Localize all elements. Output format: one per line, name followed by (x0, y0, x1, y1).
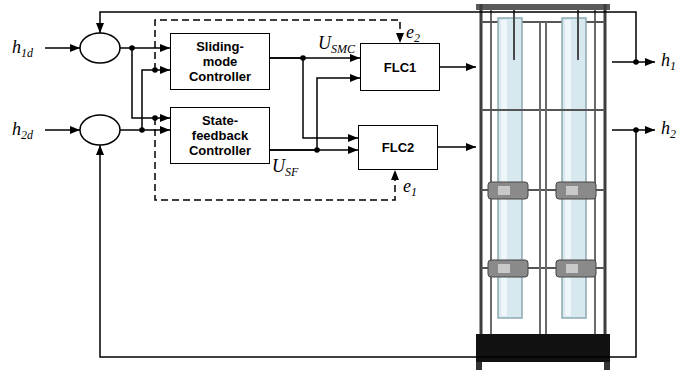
box-text-group: FLC1 (376, 58, 425, 77)
summing-junction (80, 33, 120, 145)
tank-illustration (481, 109, 605, 111)
box-label: FLC1 (384, 60, 417, 75)
tank-illustration (577, 10, 579, 60)
signal-name: h2 (661, 118, 676, 138)
tank-illustration (539, 22, 541, 338)
tank-illustration (476, 334, 610, 362)
signal-wire (142, 70, 170, 130)
tank-illustration (604, 362, 610, 370)
box-text-group: FLC2 (374, 138, 423, 157)
box-text-group: Sliding-mode Controller (171, 37, 269, 86)
tank-illustration (480, 4, 483, 338)
signal-name: USMC (318, 33, 355, 53)
signal-name: e1 (403, 176, 417, 196)
signal-name: h1d (12, 37, 33, 57)
tank-illustration (556, 260, 596, 277)
junction-dot (152, 115, 158, 121)
signal-wire (438, 146, 476, 148)
summing-junction (80, 33, 120, 63)
tank-illustration (476, 4, 610, 10)
junction-dot (633, 59, 639, 65)
tank-illustration (476, 362, 482, 370)
signal-wire (120, 129, 170, 131)
tank-illustration (594, 10, 596, 338)
controller-box: FLC2 (358, 125, 438, 170)
signal-wire (120, 47, 170, 49)
signal-name: e2 (406, 22, 420, 42)
junction-dot (152, 67, 158, 73)
junction-dot (129, 45, 135, 51)
signal-wire (132, 48, 170, 118)
controller-box: FLC1 (360, 43, 440, 91)
signal-name: h2d (12, 119, 33, 139)
tank-illustration (513, 10, 515, 60)
tank-illustration (488, 182, 528, 199)
box-label: State-feedback Controller (179, 113, 261, 158)
controller-box: State-feedback Controller (170, 107, 270, 164)
signal-wire (45, 129, 80, 131)
control-signal-connector (270, 58, 358, 138)
control-signal-connector (270, 78, 360, 150)
junction-dot (633, 127, 639, 133)
signal-wire (45, 12, 655, 357)
signal-wire (45, 47, 80, 49)
signal-wire (440, 66, 476, 68)
tank-illustration (566, 264, 578, 273)
tank-illustration (476, 4, 610, 370)
signal-name: USF (272, 156, 298, 176)
tank-illustration (545, 22, 547, 338)
signal-name: h1 (661, 50, 676, 70)
tank-illustration (498, 186, 510, 195)
box-text-group: State-feedback Controller (171, 111, 269, 160)
tank-illustration (498, 264, 510, 273)
box-label: Sliding-mode Controller (179, 39, 261, 84)
tank-illustration (488, 260, 528, 277)
tank-illustration (566, 186, 578, 195)
tank-illustration (490, 10, 492, 338)
tank-illustration (604, 4, 607, 338)
summing-junction (80, 115, 120, 145)
controller-box: Sliding-mode Controller (170, 33, 270, 90)
tank-illustration (556, 182, 596, 199)
junction-dot (139, 127, 145, 133)
box-label: FLC2 (382, 140, 415, 155)
